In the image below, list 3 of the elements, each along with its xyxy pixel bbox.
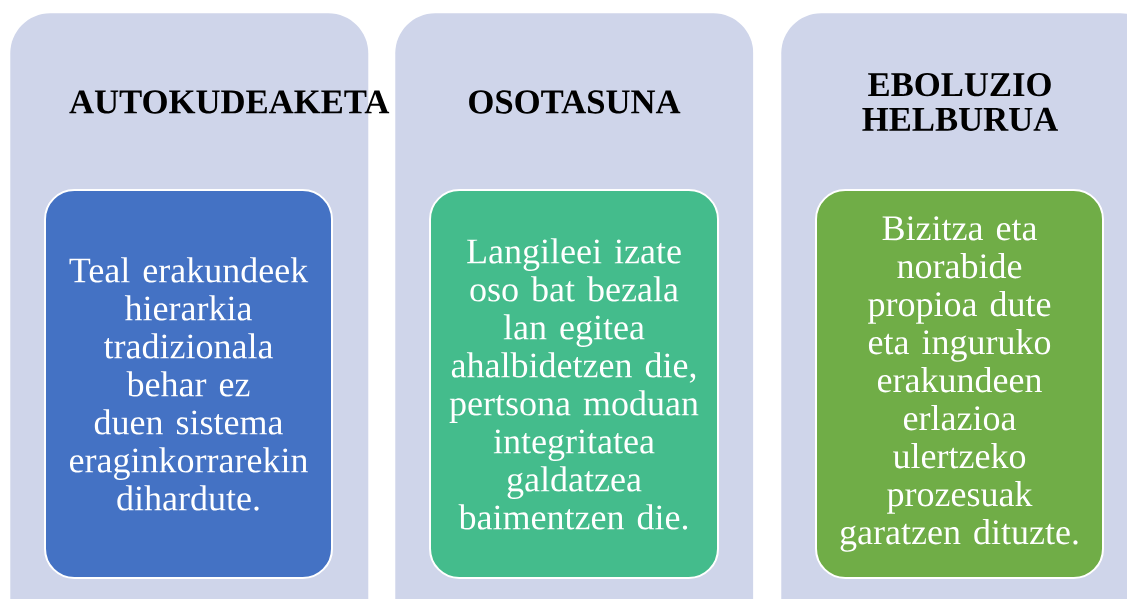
text-box: Bizitza eta norabide propioa dute eta inguruko erakundeen erlazioa ulertzeko prozesuak garatzen dituzte. (815, 189, 1104, 579)
text-box: Teal erakundeek hierarkia tradizionala behar ez duen sistema eraginkorrarekin dihardute. (44, 189, 333, 579)
text-box: Langileei izate oso bat bezala lan egitea ahalbidetzen die, pertsona moduan integritatea galdatzea baimentzen die. (429, 189, 719, 579)
